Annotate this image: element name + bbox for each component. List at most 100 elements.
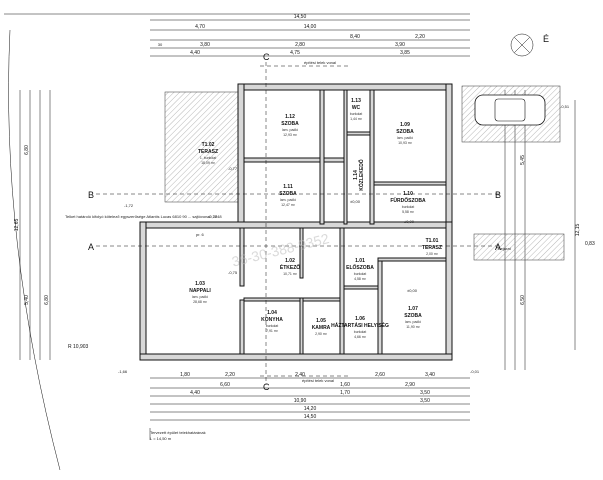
top-dim-r4-c: 3,85	[400, 50, 410, 56]
svg-text:SZOBA: SZOBA	[396, 129, 414, 135]
top-dim-total: 14,50	[294, 14, 307, 20]
svg-text:1.13: 1.13	[351, 98, 361, 104]
bottom-dimension-lines	[150, 377, 470, 421]
svg-text:burkolat: burkolat	[350, 112, 362, 116]
svg-text:1. burkolat: 1. burkolat	[200, 156, 216, 160]
svg-text:TERASZ: TERASZ	[422, 245, 442, 251]
section-b-left: B	[88, 190, 94, 200]
svg-text:1.12: 1.12	[285, 114, 295, 120]
level-mark-7: -1,66	[118, 369, 128, 374]
room-1-04: 1.04 KONYHA burkolat 7,91 m²	[261, 310, 283, 333]
svg-text:SZOBA: SZOBA	[281, 121, 299, 127]
svg-text:SZOBA: SZOBA	[279, 191, 297, 197]
level-mark-1: ±0,00	[350, 199, 361, 204]
level-mark-10: -1,72	[124, 203, 134, 208]
room-t1-01: T1.01 TERASZ 2,00 m²	[422, 238, 442, 256]
svg-text:1.06: 1.06	[355, 316, 365, 322]
svg-text:1.02: 1.02	[285, 258, 295, 264]
car-icon	[474, 94, 546, 126]
room-1-07: 1.07 SZOBA lam. padló 11,90 m²	[404, 306, 422, 329]
room-1-01: 1.01 ELŐSZOBA burkolat 4,58 m²	[346, 258, 374, 281]
svg-text:1.01: 1.01	[355, 258, 365, 264]
top-dim-r3-b: 3,80	[200, 42, 210, 48]
svg-text:HÁZTARTÁSI HELYISÉG: HÁZTARTÁSI HELYISÉG	[331, 321, 389, 329]
level-mark-2: ±0,00	[404, 219, 415, 224]
svg-text:18,09 m²: 18,09 m²	[201, 161, 216, 165]
boundary-note: Tervezett épület telekhatárának	[150, 430, 206, 435]
section-a-left: A	[88, 242, 94, 252]
section-a-right: A	[495, 242, 501, 252]
top-dim-r2-d: 2,20	[415, 34, 425, 40]
left-dimension-lines	[19, 90, 51, 360]
right-dim-c: 12,15	[575, 224, 581, 237]
svg-text:FÜRDŐSZOBA: FÜRDŐSZOBA	[390, 197, 426, 204]
svg-text:lam. padló: lam. padló	[405, 320, 421, 324]
room-1-14: 1.14 KÖZLEKEDŐ	[353, 159, 365, 191]
room-t1-02: T1.02 TERASZ 1. burkolat 18,09 m²	[198, 142, 218, 165]
level-mark-4: -0,75	[228, 270, 238, 275]
svg-text:12,47 m²: 12,47 m²	[281, 203, 296, 207]
compass-icon	[510, 33, 534, 57]
svg-text:2,90 m²: 2,90 m²	[315, 332, 328, 336]
svg-text:ELŐSZOBA: ELŐSZOBA	[346, 264, 374, 271]
svg-text:lam. padló: lam. padló	[397, 136, 413, 140]
svg-text:10,93 m²: 10,93 m²	[398, 141, 413, 145]
svg-text:lam. padló: lam. padló	[280, 198, 296, 202]
svg-text:1.05: 1.05	[316, 318, 326, 324]
room-1-02: 1.02 ÉTKEZŐ 10,71 m²	[280, 258, 300, 276]
svg-text:4,66 m²: 4,66 m²	[354, 335, 367, 339]
bottom-dim-r1-b: 2,20	[225, 372, 235, 378]
road-label-bottom: építési telek vonal	[302, 378, 334, 383]
entrance-label: Bejárat	[498, 246, 512, 251]
left-dim-d: 6,80	[44, 295, 50, 305]
bottom-dim-r1-d: 2,60	[375, 372, 385, 378]
bottom-dim-r2-a: 6,60	[220, 382, 230, 388]
svg-text:4,58 m²: 4,58 m²	[354, 277, 367, 281]
svg-text:1.14: 1.14	[353, 170, 359, 180]
svg-text:1,44 m²: 1,44 m²	[350, 117, 363, 121]
svg-text:TERASZ: TERASZ	[198, 149, 218, 155]
section-b-right: B	[495, 190, 501, 200]
top-dim-r2-b: 14,00	[304, 24, 317, 30]
section-c-top: C	[263, 52, 270, 62]
bottom-dim-r5: 14,20	[304, 406, 317, 412]
svg-text:7,91 m²: 7,91 m²	[266, 329, 279, 333]
room-1-06: 1.06 HÁZTARTÁSI HELYISÉG burkolat 4,66 m…	[331, 316, 389, 339]
level-mark-3: ±0,00	[407, 288, 418, 293]
section-c-bottom: C	[263, 382, 270, 392]
bottom-dim-r3-c: 3,50	[420, 390, 430, 396]
top-dim-r3-c: 2,80	[295, 42, 305, 48]
svg-text:ÉTKEZŐ: ÉTKEZŐ	[280, 263, 300, 271]
top-dimension-lines	[150, 19, 470, 57]
level-mark-8: -0,01	[470, 369, 480, 374]
svg-text:5,58 m²: 5,58 m²	[402, 210, 415, 214]
bottom-dim-r4-b: 3,50	[420, 398, 430, 404]
svg-text:KÖZLEKEDŐ: KÖZLEKEDŐ	[358, 159, 365, 191]
svg-text:1.10: 1.10	[403, 191, 413, 197]
right-dim-b: 6,50	[520, 295, 526, 305]
right-dim-d: 0,83	[585, 241, 595, 247]
left-dim-a: 12,65	[14, 219, 20, 232]
svg-text:burkolat: burkolat	[354, 330, 366, 334]
svg-text:11,90 m²: 11,90 m²	[406, 325, 420, 329]
road-label-top: építési telek vonal	[304, 60, 336, 65]
left-dim-c: 5,40	[24, 295, 30, 305]
room-1-05: 1.05 KAMRA 2,90 m²	[312, 318, 331, 336]
bottom-dim-r2-b: 1,60	[340, 382, 350, 388]
bottom-dim-r2-c: 2,90	[405, 382, 415, 388]
entrance-steps	[473, 233, 565, 261]
svg-text:lam. padló: lam. padló	[282, 128, 298, 132]
svg-text:NAPPALI: NAPPALI	[189, 288, 211, 294]
room-1-10: 1.10 FÜRDŐSZOBA burkolat 5,58 m²	[390, 191, 426, 214]
svg-text:SZOBA: SZOBA	[404, 313, 422, 319]
top-dim-r3-d: 3,90	[395, 42, 405, 48]
left-dim-b: 6,80	[24, 145, 30, 155]
room-1-09: 1.09 SZOBA lam. padló 10,93 m²	[396, 122, 414, 145]
site-boundary-arc	[4, 13, 96, 471]
top-dim-r3-a: 30	[158, 42, 163, 47]
bottom-dim-r6: 14,50	[304, 414, 317, 420]
bottom-dim-r3-b: 1,70	[340, 390, 350, 396]
bottom-dim-r4-a: 10,90	[294, 398, 307, 404]
right-dim-a: 5,45	[520, 155, 526, 165]
